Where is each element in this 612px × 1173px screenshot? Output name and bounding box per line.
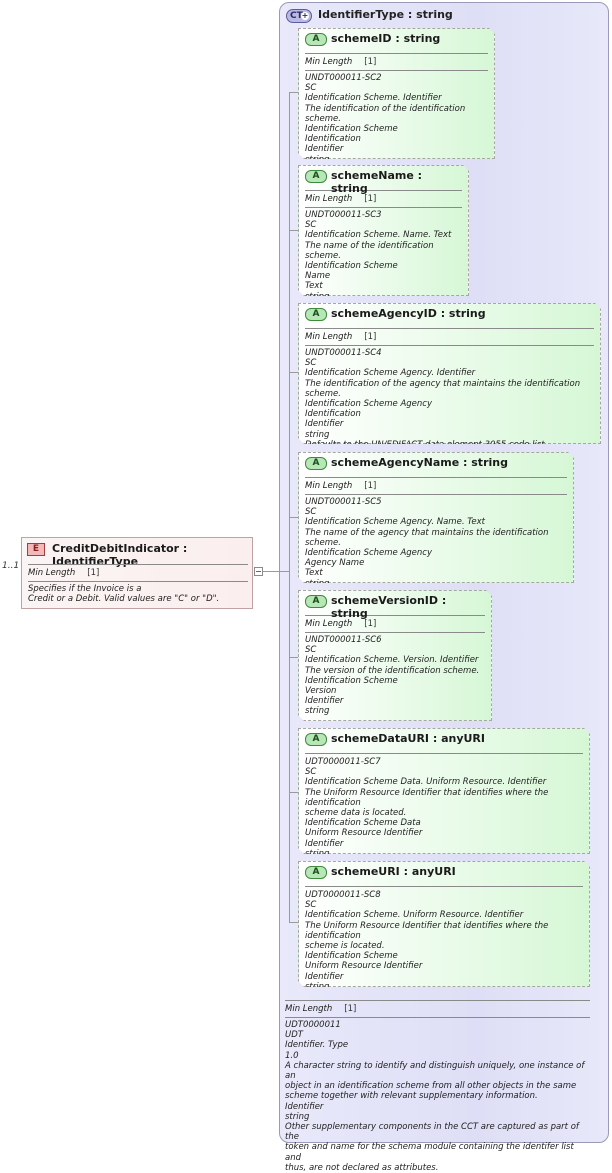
attribute-badge-icon: A xyxy=(305,866,327,879)
tree-branch xyxy=(289,922,298,923)
attribute-name: schemeID : string xyxy=(331,32,441,45)
tree-branch xyxy=(289,792,298,793)
complex-type-min-length: Min Length[1] xyxy=(285,1004,357,1014)
complex-type-title: IdentifierType : string xyxy=(318,8,453,21)
element-badge-icon: E xyxy=(27,543,45,556)
attribute-badge-icon: A xyxy=(305,308,327,321)
attribute-box-scheme-id[interactable]: A schemeID : string Min Length[1] UNDT00… xyxy=(298,28,495,159)
attribute-min-length: Min Length[1] xyxy=(305,619,377,629)
attribute-badge-icon: A xyxy=(305,33,327,46)
attribute-badge-icon: A xyxy=(305,457,327,470)
attribute-min-length: Min Length[1] xyxy=(305,57,377,67)
tree-branch xyxy=(289,372,298,373)
complex-type-annotation: Min Length[1] UDT0000011 UDT Identifier.… xyxy=(285,998,590,1173)
attribute-badge-icon: A xyxy=(305,733,327,746)
collapse-toggle-icon[interactable] xyxy=(254,567,263,576)
attribute-min-length: Min Length[1] xyxy=(305,481,377,491)
attribute-name: schemeAgencyName : string xyxy=(331,456,508,469)
attribute-name: schemeVersionID : string xyxy=(331,594,447,620)
complex-type-badge-icon: CT+ xyxy=(286,9,312,23)
element-doc: Specifies if the Invoice is a Credit or … xyxy=(28,584,220,605)
element-multiplicity: 1..1 xyxy=(2,561,20,571)
attribute-min-length: Min Length[1] xyxy=(305,194,377,204)
attribute-badge-icon: A xyxy=(305,595,327,608)
element-to-type-line xyxy=(263,571,289,572)
complex-type-doc: UDT0000011 UDT Identifier. Type 1.0 A ch… xyxy=(285,1020,585,1173)
attribute-box-scheme-agency-id[interactable]: A schemeAgencyID : string Min Length[1] … xyxy=(298,303,601,444)
tree-branch xyxy=(289,92,298,93)
attribute-box-scheme-version-id[interactable]: A schemeVersionID : string Min Length[1]… xyxy=(298,590,492,721)
attribute-name: schemeURI : anyURI xyxy=(331,865,456,878)
element-min-length: Min Length[1] xyxy=(28,568,100,578)
attribute-box-scheme-agency-name[interactable]: A schemeAgencyName : string Min Length[1… xyxy=(298,452,574,583)
element-box-credit-debit-indicator[interactable]: E CreditDebitIndicator : IdentifierType … xyxy=(21,537,253,609)
attribute-min-length: Min Length[1] xyxy=(305,332,377,342)
tree-vertical-line xyxy=(289,92,290,922)
attribute-badge-icon: A xyxy=(305,170,327,183)
tree-branch xyxy=(289,657,298,658)
attribute-box-scheme-name[interactable]: A schemeName : string Min Length[1] UNDT… xyxy=(298,165,469,296)
tree-branch xyxy=(289,517,298,518)
attribute-name: schemeDataURI : anyURI xyxy=(331,732,485,745)
attribute-name: schemeName : string xyxy=(331,169,423,195)
tree-branch xyxy=(289,230,298,231)
attribute-name: schemeAgencyID : string xyxy=(331,307,486,320)
